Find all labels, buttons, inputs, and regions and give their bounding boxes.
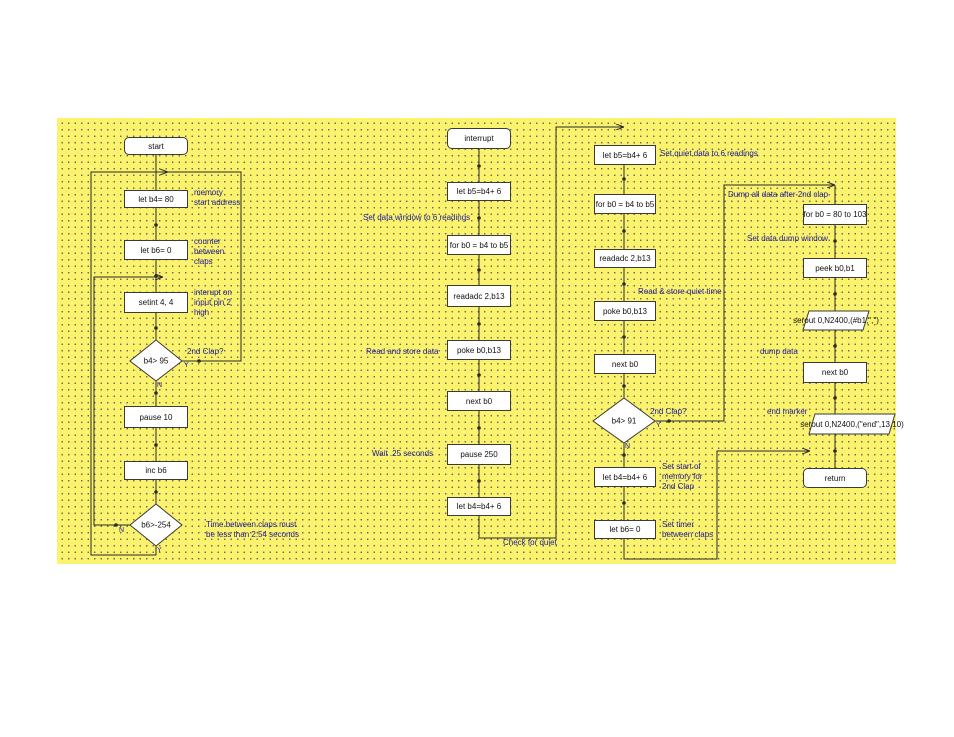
process-let-b4-b4-6: let b4=b4+ 6 [447, 497, 511, 516]
process-readadc: readadc 2,b13 [447, 285, 511, 307]
decision-b4-91-label: b4> 91 [611, 416, 637, 426]
note-read-store: Read and store data [366, 347, 439, 356]
note-time-line2: be less than 2.54 seconds [206, 530, 299, 539]
note-interrupt-line1: interupt on [194, 288, 232, 297]
decision-b4-95 [129, 339, 183, 382]
note-quiet-data: Set quiet data to 6 readings [660, 149, 758, 158]
process-setint: setint 4, 4 [124, 292, 188, 313]
c3-process-let-b5: let b5=b4+ 6 [594, 145, 656, 165]
note-set-start-line2: memory for [662, 472, 703, 481]
note-time-between: Time between claps must be less than 2.5… [206, 520, 299, 540]
c3-process-next: next b0 [594, 354, 656, 374]
decision-b6-254-label: b6>-254 [141, 520, 171, 530]
process-for-b0-b4-b5: for b0 = b4 to b5 [447, 235, 511, 255]
note-end-marker: end marker [767, 407, 808, 416]
note-time-line1: Time between claps must [206, 520, 297, 529]
yn-n-b4-95: N [157, 382, 163, 389]
note-counter-line2: between [194, 247, 225, 256]
yn-y-b4-91: Y [656, 422, 661, 429]
process-pause-10: pause 10 [124, 406, 188, 428]
note-set-start: Set start of memory for 2nd Clap [662, 462, 702, 492]
decision-b6-254 [129, 503, 183, 547]
io-serout-end: serout 0,N2400,("end",13,10) [800, 419, 904, 429]
yn-n-b6-254: N [119, 527, 125, 534]
c3-process-for: for b0 = b4 to b5 [594, 194, 656, 214]
return-terminal: return [803, 468, 867, 488]
note-memory-line2: start address [194, 198, 241, 207]
flowchart-connectors [90, 118, 896, 560]
note-interrupt-on: interupt on input pin 2 high [194, 288, 232, 318]
note-second-clap-1: 2nd Clap? [187, 347, 224, 356]
yn-y-b6-254: Y [157, 547, 162, 554]
note-read-quiet: Read & store quiet time [638, 287, 722, 296]
process-let-b5: let b5=b4+ 6 [447, 182, 511, 201]
serout1-shape [802, 310, 870, 331]
note-set-timer: Set timer between claps [662, 520, 713, 540]
note-memory: memory start address [194, 188, 240, 208]
decision-b4-95-label: b4> 95 [143, 356, 169, 366]
c3-process-let-b6: let b6= 0 [594, 520, 656, 539]
process-let-b6-0: let b6= 0 [124, 240, 188, 260]
process-poke: poke b0,b13 [447, 340, 511, 360]
flowchart-canvas: start let b4= 80 let b6= 0 setint 4, 4 b… [57, 118, 904, 564]
yn-n-b4-91: N [625, 443, 631, 450]
note-second-clap-2: 2nd Clap? [650, 407, 687, 416]
note-wait: Wait .25 seconds [372, 449, 434, 458]
c3-process-readadc: readadc 2,b13 [594, 249, 656, 268]
yn-y-b4-95: Y [184, 362, 189, 369]
note-data-window: Set data window to 6 readings [363, 213, 471, 222]
note-interrupt-line3: high [194, 308, 210, 317]
note-counter: counter between claps [194, 237, 224, 267]
note-set-start-line3: 2nd Clap [662, 482, 695, 491]
note-dump-all: Dump all data after 2nd clap [728, 190, 829, 199]
c3-process-poke: poke b0,b13 [594, 301, 656, 321]
interrupt-terminal: interrupt [447, 128, 511, 149]
note-interrupt-line2: input pin 2 [194, 298, 231, 307]
note-set-timer-line2: between claps [662, 530, 714, 539]
note-counter-line3: claps [194, 257, 213, 266]
note-dump-data: dump data [760, 347, 798, 356]
note-set-timer-line1: Set timer [662, 520, 695, 529]
decision-b4-91 [592, 397, 656, 444]
start-terminal: start [124, 137, 188, 155]
note-memory-line1: memory [194, 188, 223, 197]
process-peek: peek b0,b1 [803, 258, 867, 278]
c3-process-let-b4: let b4=b4+ 6 [594, 467, 656, 487]
note-check-quiet: Check for quiet [503, 538, 557, 547]
process-let-b4-80: let b4= 80 [124, 190, 188, 208]
process-next-b0: next b0 [447, 391, 511, 411]
note-counter-line1: counter [194, 237, 221, 246]
process-inc-b6: inc b6 [124, 461, 188, 480]
note-set-start-line1: Set start of [662, 462, 701, 471]
note-dump-window: Set data dump window [747, 234, 828, 243]
serout2-shape [808, 413, 896, 435]
process-for-b0-80-103: for b0 = 80 to 103 [803, 204, 867, 225]
process-pause-250: pause 250 [447, 444, 511, 465]
c4-process-next: next b0 [803, 362, 867, 383]
io-serout-data: serout 0,N2400,(#b1,",") [793, 316, 879, 325]
